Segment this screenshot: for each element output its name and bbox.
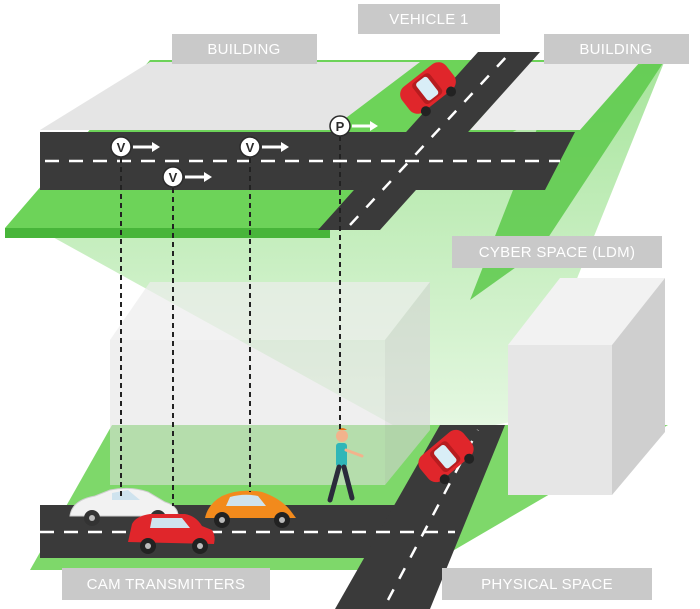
- physical-building-left-side: [385, 282, 430, 485]
- cyber-ground-edge: [5, 228, 330, 238]
- label-cyber-space-text: CYBER SPACE (LDM): [479, 244, 636, 261]
- marker-v-2-label: V: [169, 170, 178, 185]
- label-building-right-text: BUILDING: [579, 41, 652, 58]
- physical-building-right-side: [612, 278, 665, 495]
- physical-orange-car: [205, 490, 296, 528]
- marker-v-3: V: [239, 136, 289, 158]
- label-cam-transmitters-text: CAM TRANSMITTERS: [87, 576, 246, 593]
- marker-v-1: V: [110, 136, 160, 158]
- connector-lines: [120, 136, 341, 506]
- marker-v-1-label: V: [117, 140, 126, 155]
- marker-p: P: [329, 115, 378, 137]
- cyber-space-layer: [5, 52, 650, 238]
- label-physical-space: PHYSICAL SPACE: [442, 568, 652, 600]
- label-vehicle-1-text: VEHICLE 1: [389, 11, 468, 28]
- cyber-road-vertical: [318, 52, 540, 230]
- marker-v-2: V: [162, 166, 212, 188]
- physical-building-left-front: [110, 340, 385, 485]
- pedestrian: [327, 428, 364, 503]
- cyber-building-left: [40, 62, 420, 130]
- physical-building-left-top: [110, 282, 430, 340]
- label-building-left: BUILDING: [172, 34, 317, 64]
- label-building-left-text: BUILDING: [207, 41, 280, 58]
- marker-p-label: P: [336, 119, 345, 134]
- marker-v-3-label: V: [246, 140, 255, 155]
- label-building-right: BUILDING: [544, 34, 689, 64]
- physical-building-right-front: [508, 345, 612, 495]
- physical-building-right-top: [508, 278, 665, 345]
- label-cyber-space: CYBER SPACE (LDM): [452, 236, 662, 268]
- cyber-lane-dashes-vertical: [349, 54, 509, 226]
- label-cam-transmitters: CAM TRANSMITTERS: [62, 568, 270, 600]
- physical-lane-dashes-vertical: [386, 429, 480, 601]
- physical-space-layer: [30, 278, 668, 609]
- physical-road-vertical: [335, 425, 505, 609]
- cyber-building-right: [470, 62, 640, 130]
- vehicle-1-car: [400, 62, 457, 117]
- physical-red-car-lower: [128, 514, 215, 554]
- label-physical-space-text: PHYSICAL SPACE: [481, 576, 613, 593]
- physical-red-car-upper: [418, 429, 475, 485]
- label-vehicle-1: VEHICLE 1: [358, 4, 500, 34]
